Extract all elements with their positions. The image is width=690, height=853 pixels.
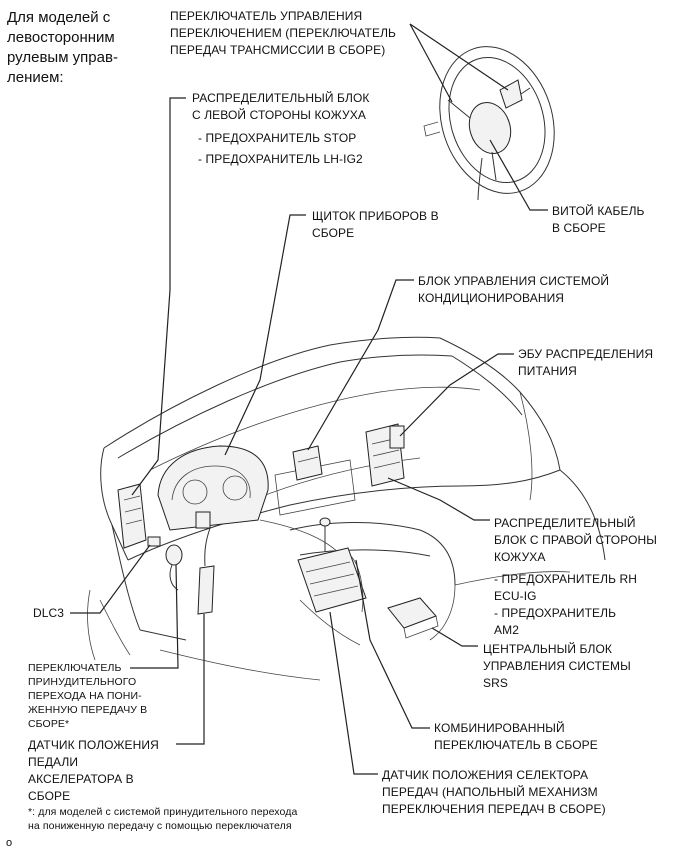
small-part-drawing bbox=[195, 511, 211, 529]
pedal-drawing bbox=[165, 527, 215, 615]
ac-control-block-drawing bbox=[292, 445, 323, 481]
instrument-cluster-drawing bbox=[157, 445, 269, 531]
label-kickdown-switch: ПЕРЕКЛЮЧАТЕЛЬ ПРИНУДИТЕЛЬНОГО ПЕРЕХОДА Н… bbox=[28, 662, 148, 730]
label-spiral-cable: ВИТОЙ КАБЕЛЬ В СБОРЕ bbox=[552, 204, 645, 235]
label-shift-control-switch: ПЕРЕКЛЮЧАТЕЛЬ УПРАВЛЕНИЯ ПЕРЕКЛЮЧЕНИЕМ (… bbox=[170, 9, 397, 57]
label-accelerator-pedal-sensor: ДАТЧИК ПОЛОЖЕНИЯ ПЕДАЛИ АКСЕЛЕРАТОРА В С… bbox=[28, 738, 159, 803]
footnote: *: для моделей с системой принудительног… bbox=[28, 806, 298, 832]
shift-assembly-drawing bbox=[297, 517, 367, 613]
leader-lines bbox=[70, 23, 548, 775]
label-combination-switch: КОМБИНИРОВАННЫЙ ПЕРЕКЛЮЧАТЕЛЬ В СБОРЕ bbox=[434, 721, 598, 752]
label-right-junction-block-fuses: - ПРЕДОХРАНИТЕЛЬ RH ECU-IG - ПРЕДОХРАНИТ… bbox=[494, 572, 638, 637]
label-ac-control-block: БЛОК УПРАВЛЕНИЯ СИСТЕМОЙ КОНДИЦИОНИРОВАН… bbox=[418, 274, 610, 305]
label-shift-selector-sensor: ДАТЧИК ПОЛОЖЕНИЯ СЕЛЕКТОРА ПЕРЕДАЧ (НАПО… bbox=[382, 768, 606, 816]
steering-wheel-drawing bbox=[423, 46, 555, 201]
label-power-distribution-ecu: ЭБУ РАСПРЕДЕЛЕНИЯ ПИТАНИЯ bbox=[518, 347, 654, 378]
label-left-junction-block: РАСПРЕДЕЛИТЕЛЬНЫЙ БЛОК С ЛЕВОЙ СТОРОНЫ К… bbox=[192, 91, 370, 122]
dlc3-connector-drawing bbox=[147, 536, 161, 547]
label-right-junction-block: РАСПРЕДЕЛИТЕЛЬНЫЙ БЛОК С ПРАВОЙ СТОРОНЫ … bbox=[494, 516, 657, 564]
label-srs-center-block: ЦЕНТРАЛЬНЫЙ БЛОК УПРАВЛЕНИЯ СИСТЕМЫ SRS bbox=[483, 642, 631, 690]
label-instrument-panel: ЩИТОК ПРИБОРОВ В СБОРЕ bbox=[312, 209, 439, 240]
corner-mark: o bbox=[6, 837, 13, 849]
right-junction-block-drawing bbox=[365, 423, 405, 487]
label-left-junction-block-fuses: - ПРЕДОХРАНИТЕЛЬ STOP - ПРЕДОХРАНИТЕЛЬ L… bbox=[198, 131, 363, 166]
left-junction-block-drawing bbox=[117, 483, 147, 549]
label-dlc3: DLC3 bbox=[33, 606, 65, 620]
header-text: Для моделей с левосторонним рулевым упра… bbox=[7, 9, 118, 86]
srs-block-drawing bbox=[387, 597, 439, 639]
